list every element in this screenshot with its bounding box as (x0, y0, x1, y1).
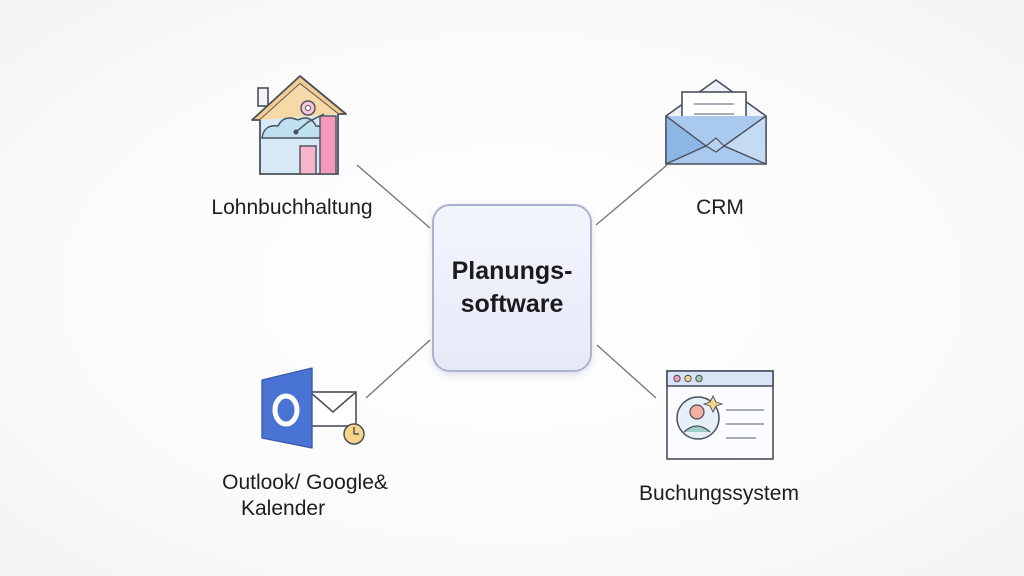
browser-profile-icon (666, 370, 774, 460)
center-title: Planungs- software (452, 255, 573, 321)
connector-booking (596, 344, 657, 399)
connector-calendar (365, 339, 431, 399)
calendar-label-line2: Kalender (241, 497, 326, 520)
connector-crm (595, 164, 668, 226)
calendar-label-line1: Outlook/ Google& (222, 471, 388, 494)
outlook-calendar-icon (261, 367, 365, 449)
calendar-label: Outlook/ Google& Kalender (200, 470, 410, 522)
envelope-icon (665, 79, 767, 165)
house-chart-icon (251, 75, 347, 175)
center-title-line2: software (460, 290, 564, 318)
booking-label: Buchungssystem (639, 482, 799, 505)
connector-payroll (356, 164, 431, 229)
payroll-label: Lohnbuchhaltung (211, 196, 373, 219)
center-node: Planungs- software (432, 204, 592, 372)
center-title-line1: Planungs- (451, 257, 573, 285)
crm-label: CRM (696, 196, 744, 219)
